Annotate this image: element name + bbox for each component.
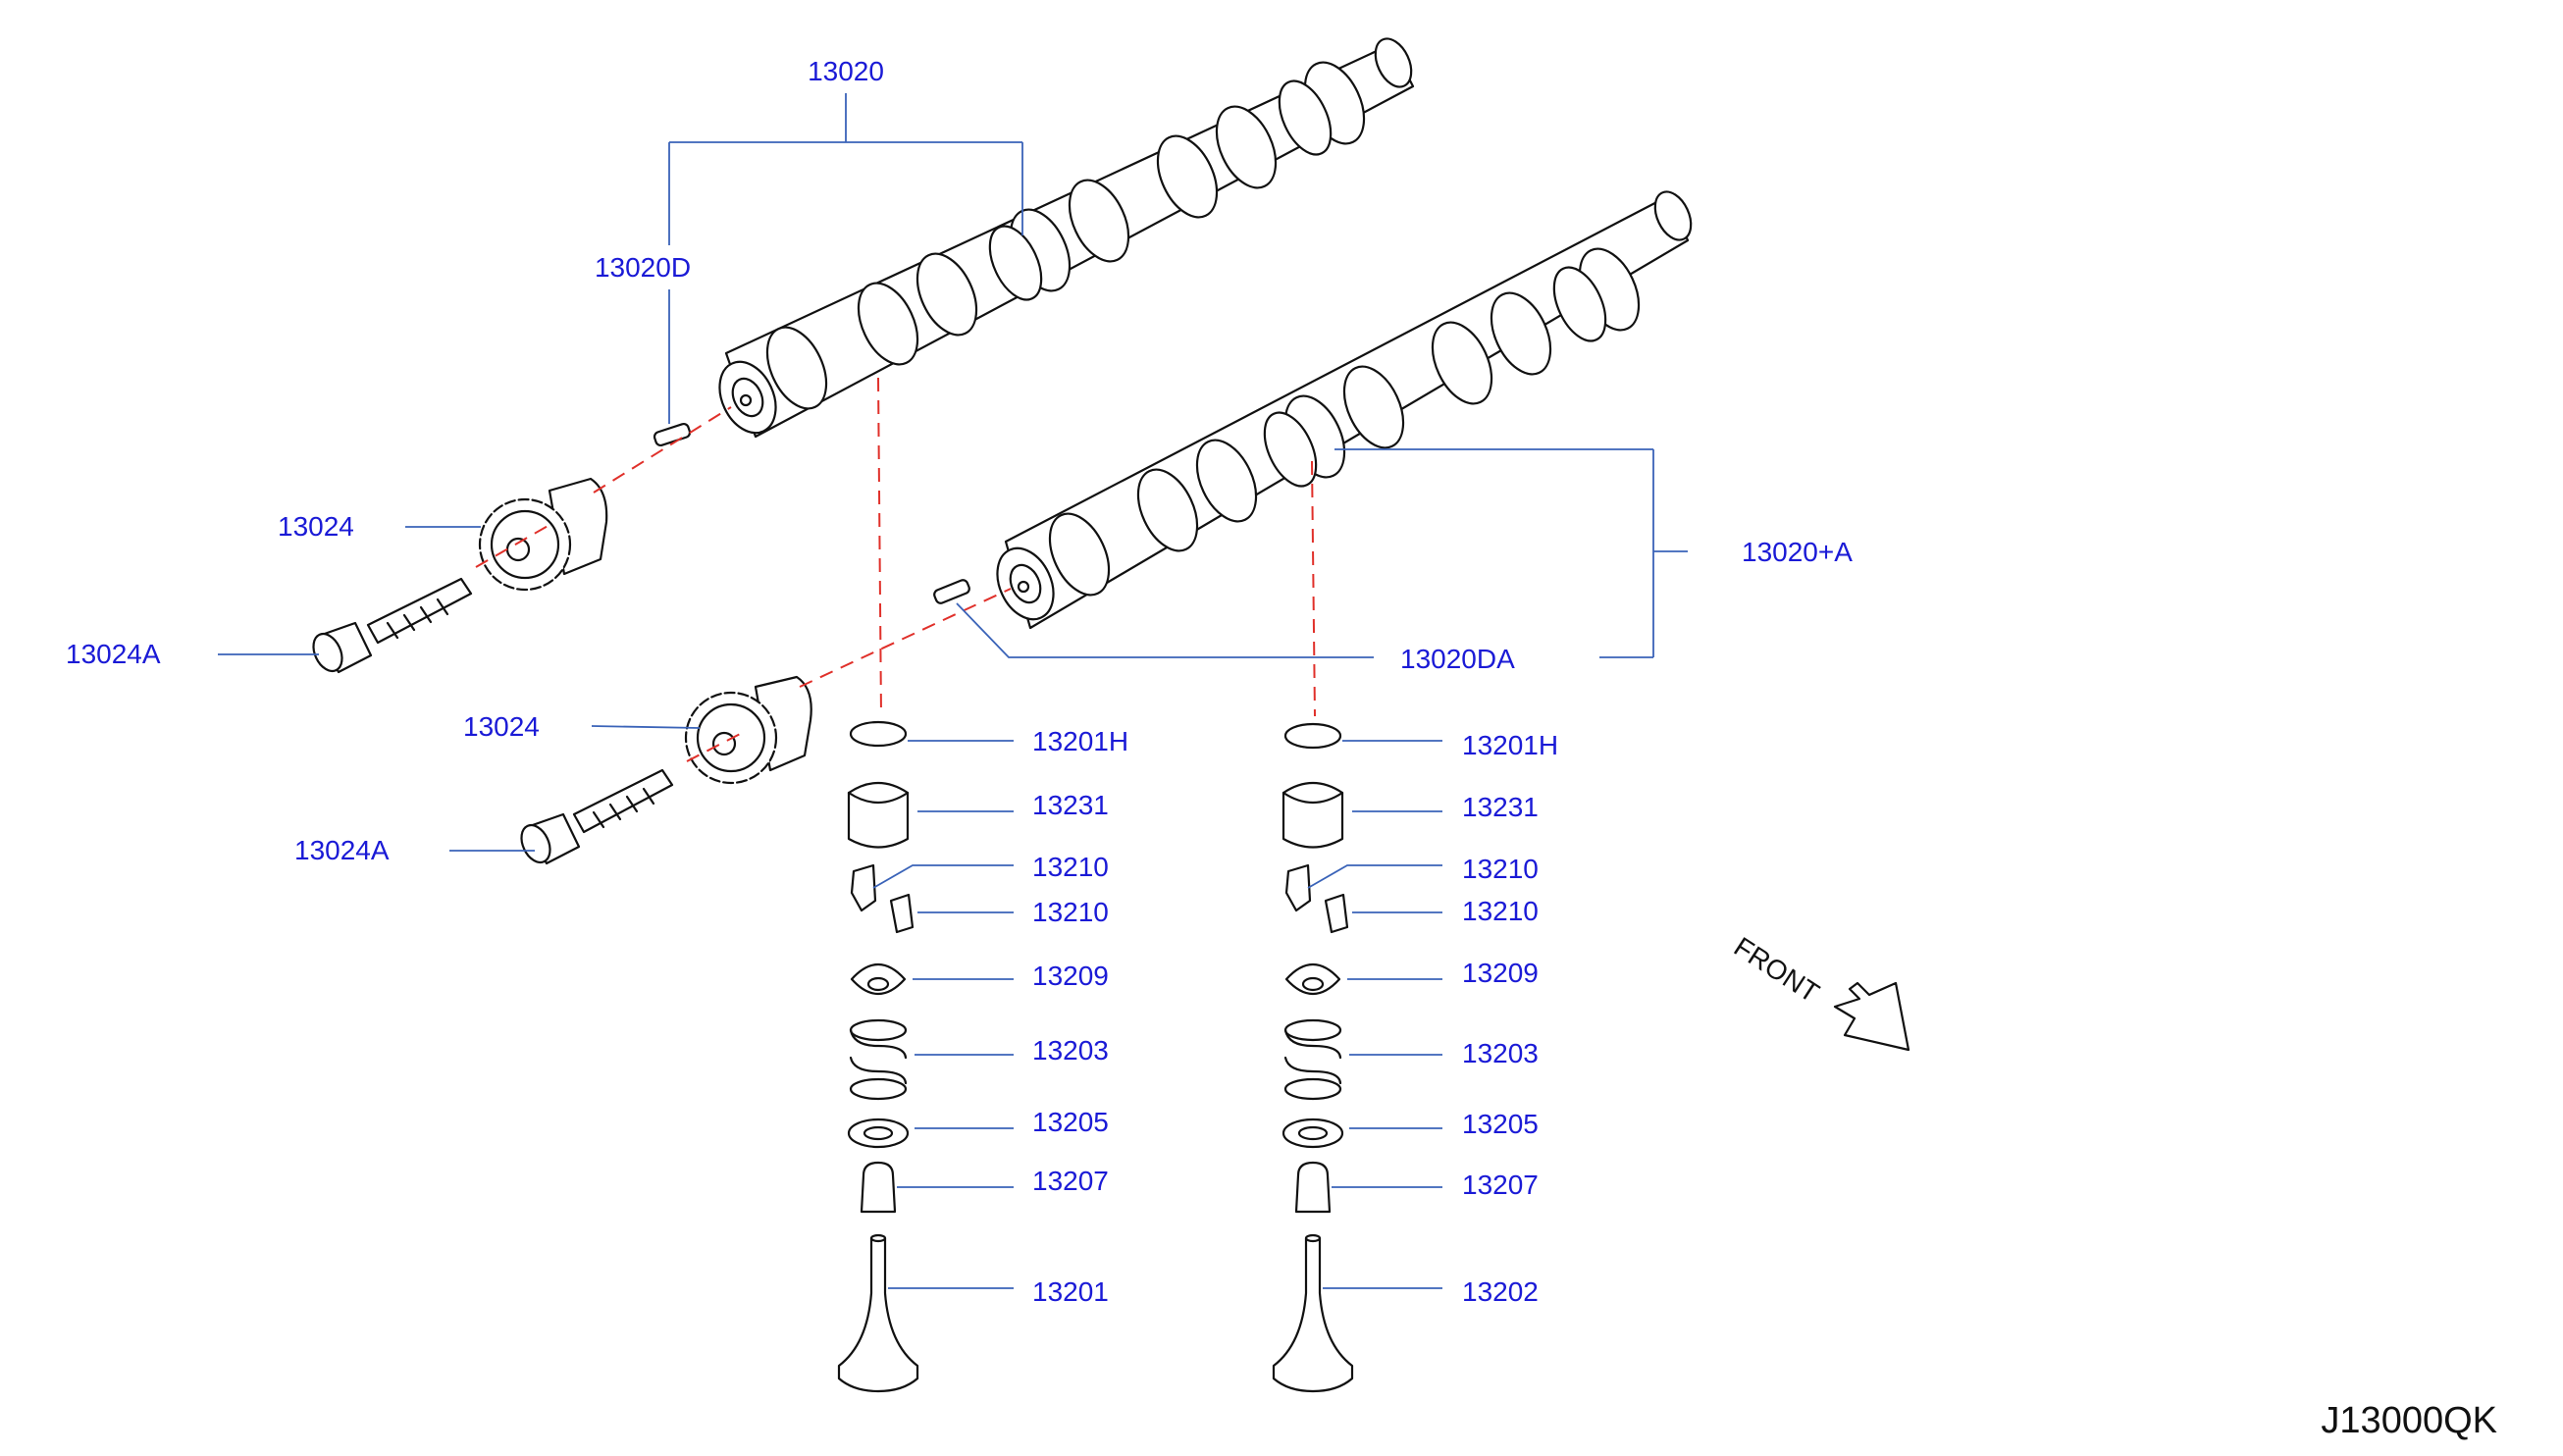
label-sprocket-lower: 13024 <box>463 711 540 742</box>
leader-lines <box>218 93 1688 1289</box>
assembly-guide-lines <box>475 377 1316 762</box>
bolt-upper <box>312 577 473 674</box>
right-collet-b <box>1324 893 1349 934</box>
label-right-retainer: 13209 <box>1462 958 1539 988</box>
left-valve <box>837 1233 919 1393</box>
label-left-oil-seal: 13207 <box>1032 1166 1109 1196</box>
left-valve-stack <box>837 720 919 1393</box>
label-right-collet-b: 13210 <box>1462 896 1539 926</box>
label-right-seat: 13205 <box>1462 1109 1539 1139</box>
label-sprocket-upper: 13024 <box>278 511 354 542</box>
lower-camshaft <box>996 190 1693 630</box>
label-left-collet-a: 13210 <box>1032 852 1109 882</box>
left-spring <box>849 1018 908 1101</box>
label-left-seat: 13205 <box>1032 1107 1109 1137</box>
label-exhaust-camshaft: 13020 <box>808 56 884 86</box>
label-left-shim: 13201H <box>1032 726 1128 756</box>
left-collet-b <box>889 893 915 934</box>
dowel-pin-upper <box>653 422 692 447</box>
right-shim <box>1283 722 1342 750</box>
left-collet-a <box>850 863 877 912</box>
upper-camshaft-lobes <box>765 61 1366 410</box>
label-right-valve: 13202 <box>1462 1276 1539 1307</box>
label-dowel-pin-lower: 13020DA <box>1400 644 1515 674</box>
left-spring-seat <box>847 1118 910 1149</box>
left-lifter <box>847 782 910 849</box>
label-left-valve: 13201 <box>1032 1276 1109 1307</box>
label-right-spring: 13203 <box>1462 1038 1539 1068</box>
label-right-collet-a: 13210 <box>1462 854 1539 884</box>
lower-camshaft-lobes <box>1048 247 1641 597</box>
right-valve-stack <box>1272 722 1354 1393</box>
label-left-collet-b: 13210 <box>1032 897 1109 927</box>
label-left-lifter: 13231 <box>1032 790 1109 820</box>
label-right-shim: 13201H <box>1462 730 1558 760</box>
diagram-code: J13000QK <box>2321 1400 2497 1441</box>
right-lifter <box>1282 782 1344 849</box>
front-arrow-icon <box>1833 981 1910 1052</box>
label-bolt-upper: 13024A <box>66 639 161 669</box>
left-oil-seal <box>860 1161 897 1214</box>
right-collet-a <box>1284 863 1312 912</box>
dowel-pin-lower <box>933 579 970 604</box>
label-left-retainer: 13209 <box>1032 961 1109 991</box>
label-right-oil-seal: 13207 <box>1462 1170 1539 1200</box>
bolt-lower <box>520 768 674 865</box>
label-dowel-pin-upper: 13020D <box>595 252 691 283</box>
right-spring <box>1283 1018 1342 1101</box>
right-spring-seat <box>1282 1118 1344 1149</box>
label-left-spring: 13203 <box>1032 1035 1109 1066</box>
label-bolt-lower: 13024A <box>294 835 390 865</box>
right-valve <box>1272 1233 1354 1393</box>
left-shim <box>849 720 908 748</box>
right-oil-seal <box>1294 1161 1332 1214</box>
label-right-lifter: 13231 <box>1462 792 1539 822</box>
label-intake-camshaft: 13020+A <box>1742 537 1853 567</box>
part-labels: 13020 13020D 13020+A 13020DA 13024 13024… <box>66 56 1853 1307</box>
upper-camshaft <box>718 37 1415 439</box>
